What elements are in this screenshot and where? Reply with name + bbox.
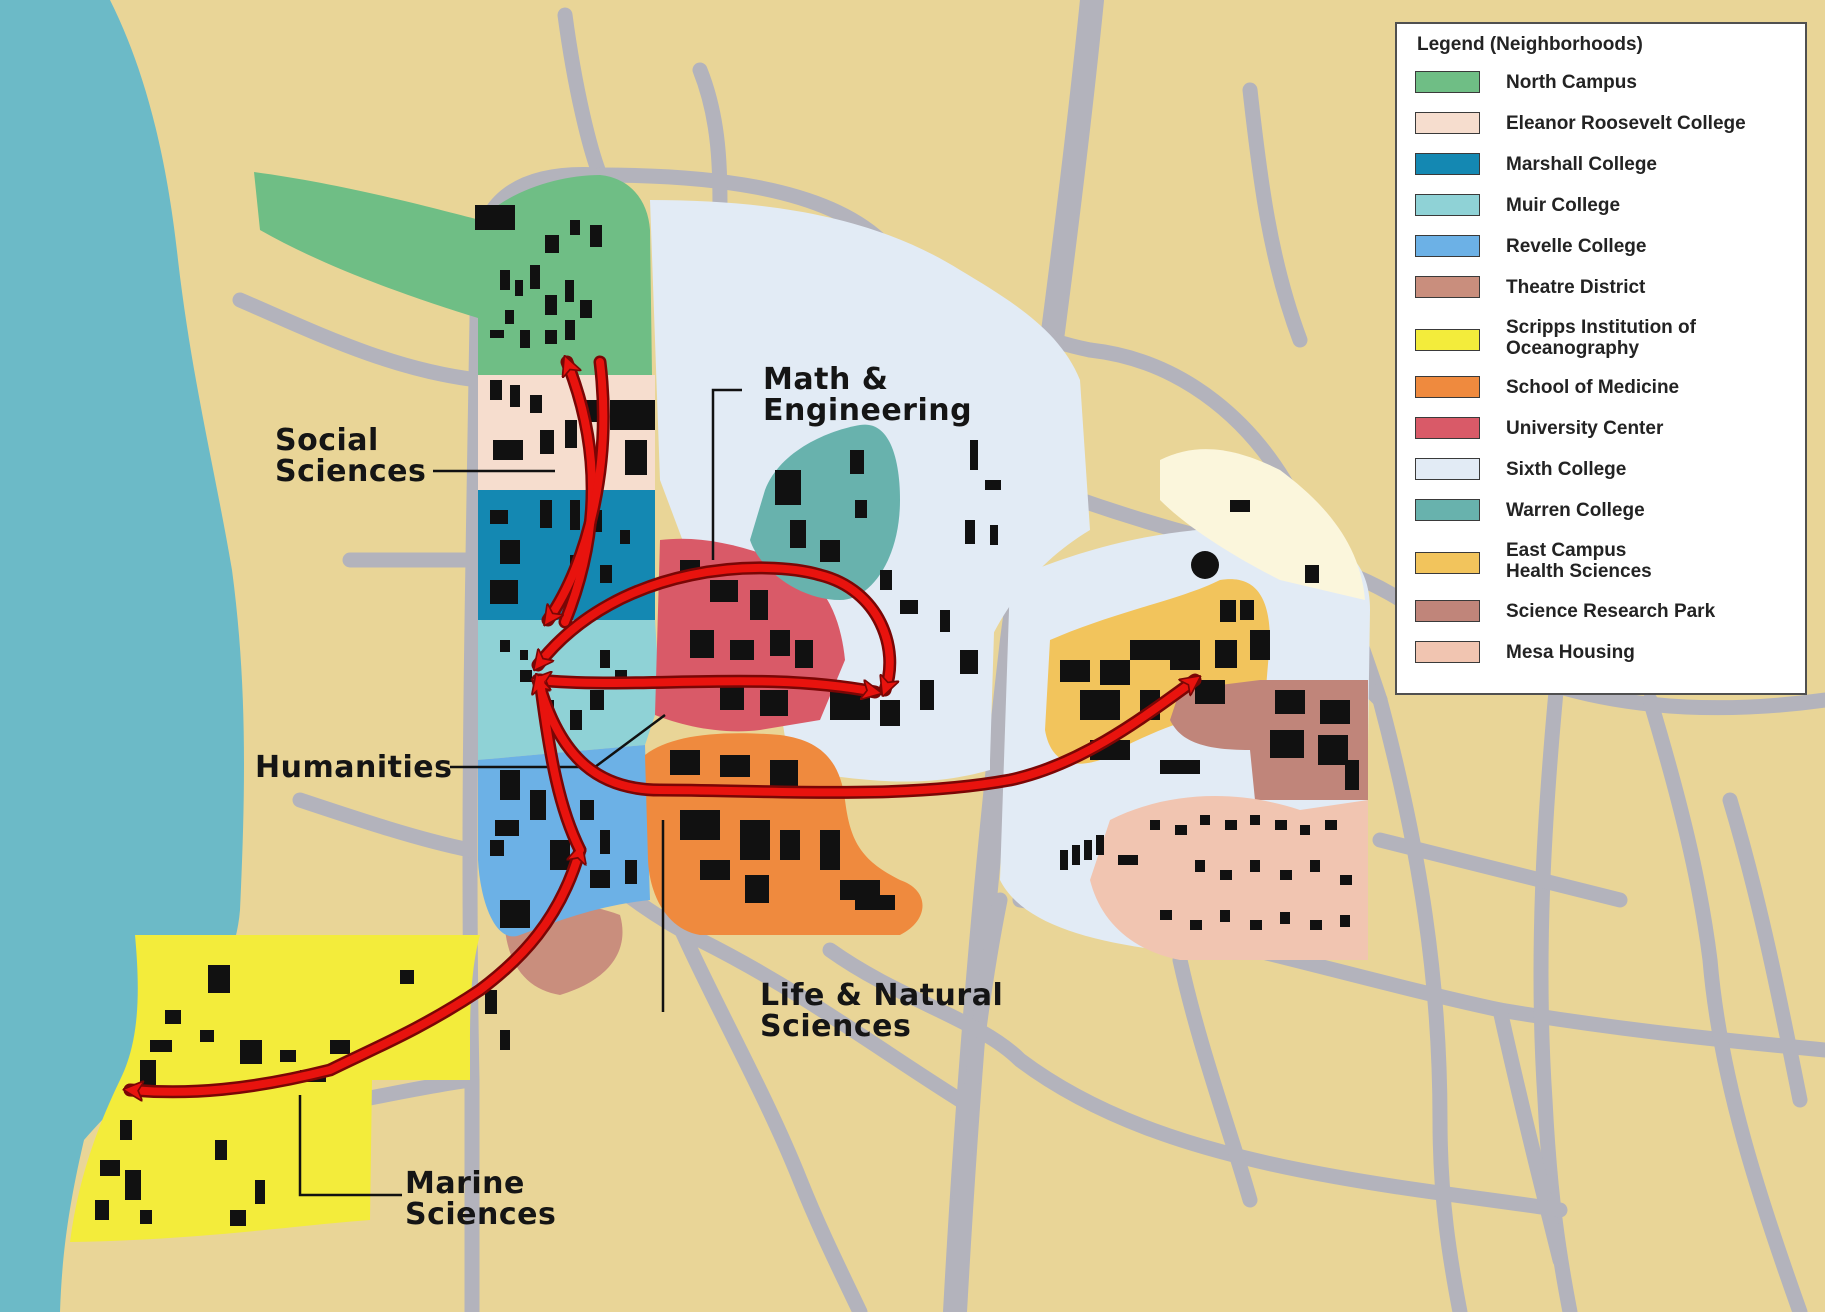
legend-swatch xyxy=(1415,600,1480,622)
label-line: Sciences xyxy=(275,454,427,489)
legend-label: Muir College xyxy=(1506,195,1621,216)
label-social-sciences: Social Sciences xyxy=(275,425,426,487)
legend-swatch xyxy=(1415,194,1480,216)
label-line: Math & xyxy=(763,362,889,397)
map-legend: Legend (Neighborhoods) North Campus Elea… xyxy=(1395,22,1807,695)
legend-swatch xyxy=(1415,71,1480,93)
legend-swatch xyxy=(1415,552,1480,574)
legend-swatch xyxy=(1415,276,1480,298)
label-life-natural-sciences: Life & Natural Sciences xyxy=(760,980,1003,1042)
legend-label: University Center xyxy=(1506,418,1664,439)
route-arrows xyxy=(130,362,1195,1092)
legend-label: Theatre District xyxy=(1506,277,1646,298)
legend-swatch xyxy=(1415,417,1480,439)
arrow-route-marshall xyxy=(548,358,608,620)
legend-label: School of Medicine xyxy=(1506,377,1680,398)
label-humanities: Humanities xyxy=(255,752,452,783)
arrow-route-scripps xyxy=(130,850,580,1092)
arrow-route-east-campus xyxy=(538,680,1195,797)
legend-label: Sixth College xyxy=(1506,459,1627,480)
legend-label: Scripps Institution of Oceanography xyxy=(1506,317,1696,359)
legend-swatch xyxy=(1415,329,1480,351)
legend-swatch xyxy=(1415,458,1480,480)
legend-title: Legend (Neighborhoods) xyxy=(1417,34,1643,55)
legend-swatch xyxy=(1415,153,1480,175)
legend-swatch xyxy=(1415,235,1480,257)
area-science-research-park xyxy=(1170,680,1368,800)
legend-label: Warren College xyxy=(1506,500,1645,521)
legend-label: Revelle College xyxy=(1506,236,1647,257)
label-line: Humanities xyxy=(255,750,453,785)
area-marshall xyxy=(478,490,655,620)
legend-swatch xyxy=(1415,641,1480,663)
label-line: Sciences xyxy=(760,1009,912,1044)
legend-swatch xyxy=(1415,499,1480,521)
legend-label: Eleanor Roosevelt College xyxy=(1506,113,1746,134)
label-line: Sciences xyxy=(405,1197,557,1232)
legend-swatch xyxy=(1415,112,1480,134)
legend-label: East Campus Health Sciences xyxy=(1506,540,1652,582)
legend-swatch xyxy=(1415,376,1480,398)
legend-label: Mesa Housing xyxy=(1506,642,1635,663)
legend-label: North Campus xyxy=(1506,72,1637,93)
label-marine-sciences: Marine Sciences xyxy=(405,1168,556,1230)
legend-label: Marshall College xyxy=(1506,154,1657,175)
arrow-route-engineering xyxy=(538,563,890,690)
legend-label: Science Research Park xyxy=(1506,601,1716,622)
area-north-campus xyxy=(254,172,652,375)
label-line: Engineering xyxy=(763,393,973,428)
label-math-engineering: Math & Engineering xyxy=(763,364,972,426)
label-line: Social xyxy=(275,423,379,458)
label-line: Marine xyxy=(405,1166,525,1201)
area-sixth-college-east xyxy=(830,575,995,765)
label-line: Life & Natural xyxy=(760,978,1004,1013)
